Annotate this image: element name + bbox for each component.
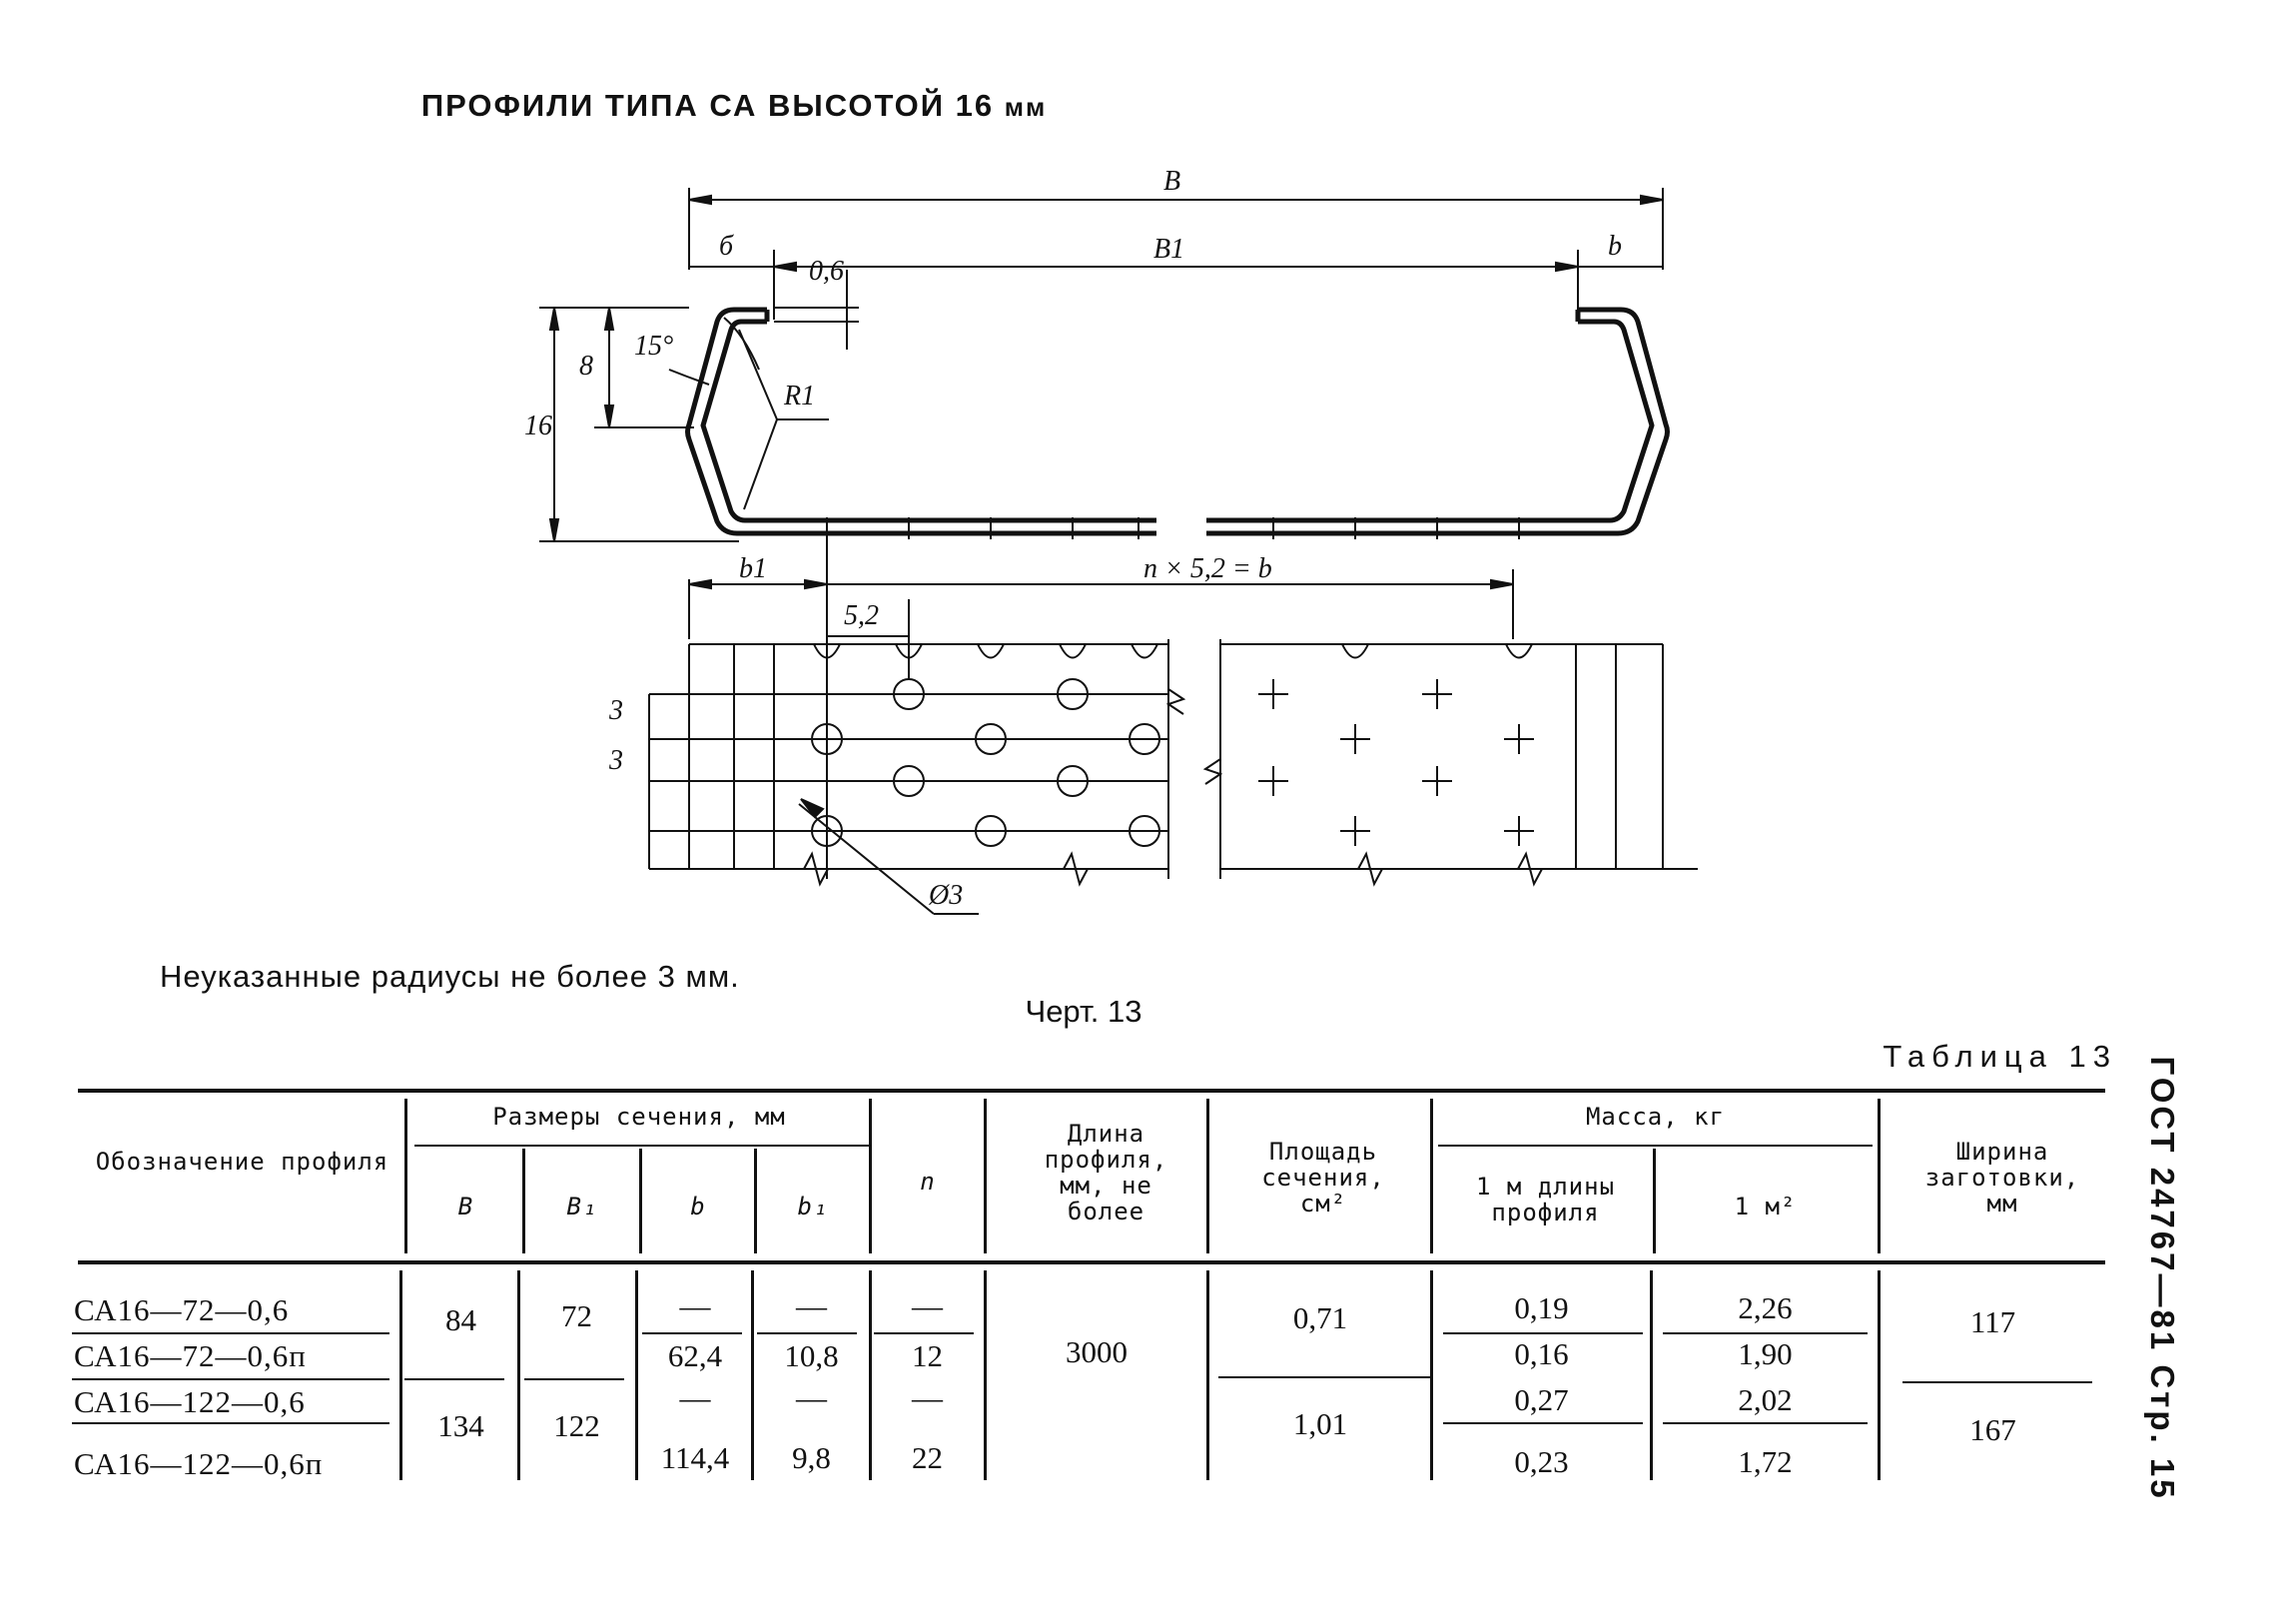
header-b: b (690, 1193, 706, 1220)
dim-b1: b1 (739, 553, 767, 584)
row-designation: СА16—122—0,6 (74, 1384, 306, 1419)
side-page-header: ГОСТ 24767—81 Стр. 15 (2144, 1056, 2181, 1501)
page-title: ПРОФИЛИ ТИПА СА ВЫСОТОЙ 16 мм (420, 88, 1048, 123)
cell-mass-1m: 0,16 (1514, 1336, 1569, 1371)
dim-height: 16 (524, 410, 552, 441)
cell-b: 114,4 (660, 1440, 730, 1475)
dim-angle: 15° (634, 331, 673, 362)
cell-width: 167 (1969, 1412, 2016, 1447)
cell-n: — (912, 1288, 943, 1323)
header-section: Размеры сечения, мм (492, 1103, 786, 1131)
cell-area: 1,01 (1292, 1406, 1348, 1441)
row-designation: СА16—122—0,6п (74, 1446, 324, 1481)
cell-area: 0,71 (1292, 1300, 1348, 1335)
row-designation: СА16—72—0,6п (74, 1338, 307, 1373)
dim-B: B (1163, 166, 1180, 197)
cell-b1: — (796, 1288, 827, 1323)
cell-mass-1m: 0,23 (1514, 1444, 1569, 1479)
dim-thickness: 0,6 (809, 256, 844, 287)
header-area: Площадь сечения, см² (1261, 1138, 1385, 1218)
cell-mass-1m: 0,19 (1514, 1290, 1569, 1325)
note-text: Неуказанные радиусы не более 3 мм. (160, 959, 740, 994)
header-n: n (920, 1168, 936, 1196)
header-mass: Масса, кг (1585, 1103, 1726, 1131)
cell-mass-1m: 0,27 (1514, 1382, 1569, 1417)
cell-mass-m2: 2,26 (1738, 1290, 1793, 1325)
header-b1: b₁ (797, 1193, 829, 1220)
dim-hole-step-1: 3 (608, 695, 623, 726)
cell-b: — (679, 1380, 711, 1415)
dim-pitch-formula: n × 5,2 = b (1143, 553, 1272, 584)
header-B1: B₁ (566, 1193, 598, 1220)
cell-n: 12 (912, 1338, 943, 1373)
cell-mass-m2: 1,90 (1738, 1336, 1793, 1371)
cell-mass-m2: 1,72 (1738, 1444, 1793, 1479)
cell-b1: 9,8 (792, 1440, 831, 1475)
cell-b: — (679, 1288, 711, 1323)
cell-b1: — (796, 1380, 827, 1415)
cell-B1: 122 (553, 1408, 600, 1443)
header-length: Длина профиля, мм, не более (1044, 1120, 1168, 1225)
cell-B: 84 (445, 1302, 476, 1337)
dim-B1: B1 (1153, 234, 1184, 265)
header-designation: Обозначение профиля (95, 1148, 389, 1176)
dim-hole-diameter: Ø3 (928, 880, 963, 911)
cell-length: 3000 (1066, 1334, 1128, 1369)
cell-n: 22 (912, 1440, 943, 1475)
header-width: Ширина заготовки, мм (1924, 1138, 2080, 1218)
cell-B: 134 (437, 1408, 484, 1443)
cell-n: — (912, 1380, 943, 1415)
header-mass-1m: 1 м длины профиля (1475, 1173, 1616, 1226)
profile-drawing: B B1 б b 0,6 16 8 15° R1 b1 n × 5,2 = b … (524, 166, 1698, 915)
dim-radius: R1 (783, 381, 815, 411)
header-B: B (457, 1193, 474, 1220)
cell-B1: 72 (561, 1298, 592, 1333)
dim-b-left: б (719, 231, 734, 262)
dim-height-8: 8 (579, 351, 593, 382)
table-caption: Таблица 13 (1883, 1039, 2117, 1074)
cell-b1: 10,8 (784, 1338, 839, 1373)
cell-mass-m2: 2,02 (1738, 1382, 1793, 1417)
dim-b-right: b (1608, 231, 1622, 262)
dim-pitch: 5,2 (844, 600, 879, 631)
dim-hole-step-2: 3 (608, 745, 623, 776)
header-mass-m2: 1 м² (1734, 1193, 1797, 1220)
cell-b: 62,4 (667, 1338, 723, 1373)
cell-width: 117 (1969, 1304, 2016, 1339)
row-designation: СА16—72—0,6 (74, 1292, 290, 1327)
figure-caption: Черт. 13 (1025, 994, 1142, 1029)
